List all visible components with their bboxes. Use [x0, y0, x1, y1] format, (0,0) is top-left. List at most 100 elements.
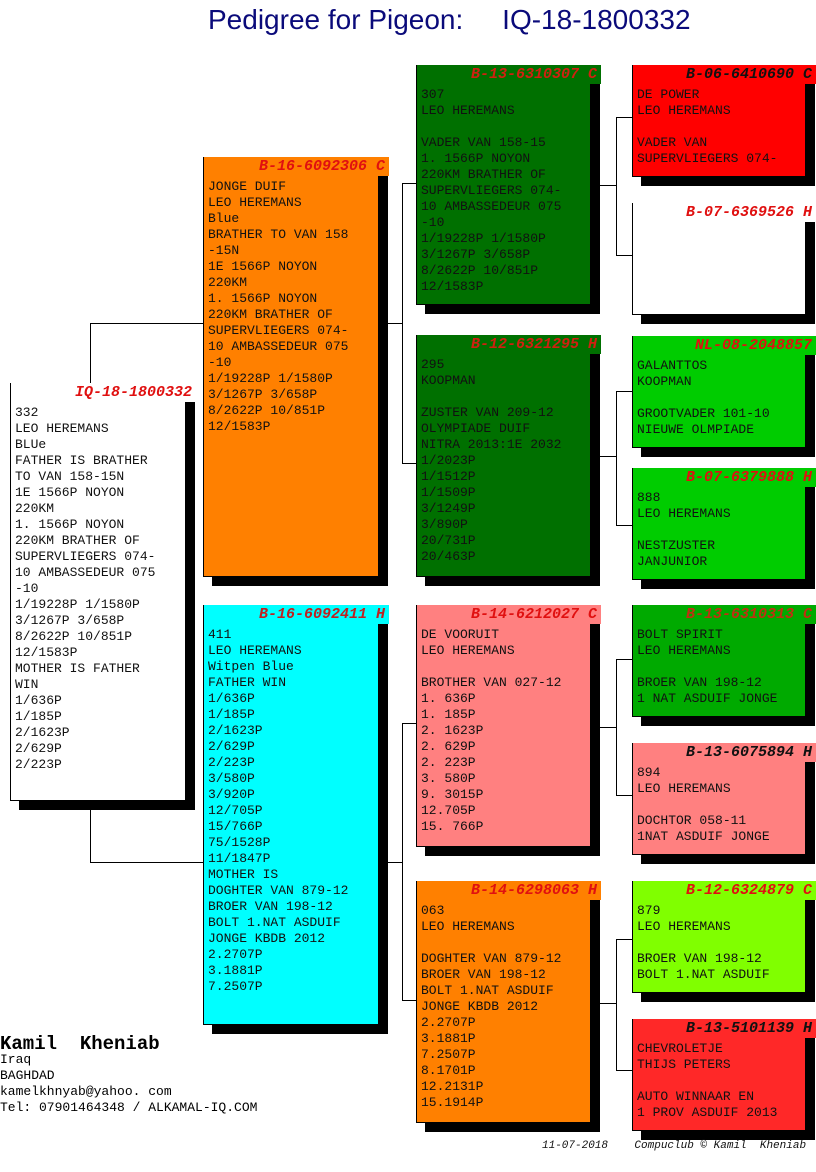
detail-line: SUPERVLIEGERS 074- [15, 549, 156, 564]
ring-number: IQ-18-1800332 [11, 383, 196, 402]
detail-line: LEO HEREMANS [637, 103, 731, 118]
detail-line: -10 [421, 215, 445, 230]
detail-line [637, 390, 803, 406]
detail-line: 10 AMBASSEDEUR 075 [421, 199, 562, 214]
detail-line: LEO HEREMANS [15, 421, 109, 436]
detail-line: 1 PROV ASDUIF 2013 [637, 1105, 778, 1120]
detail-line: 2.2707P [421, 1015, 476, 1030]
detail-line: BROTHER VAN 027-12 [421, 675, 562, 690]
detail-line: 1 NAT ASDUIF JONGE [637, 691, 778, 706]
connector-line [402, 723, 416, 724]
connector-line [616, 1070, 632, 1071]
detail-line: BOLT SPIRIT [637, 627, 723, 642]
connector-line [402, 183, 416, 184]
connector-line [388, 862, 402, 863]
footer-credit: Compuclub © Kamil Kheniab [634, 1140, 807, 1152]
detail-line: 10 AMBASSEDEUR 075 [208, 339, 349, 354]
detail-line: 2/629P [208, 739, 255, 754]
detail-line: 2. 629P [421, 739, 476, 754]
detail-line: 7.2507P [208, 979, 263, 994]
detail-line: 1/1512P [421, 469, 476, 484]
detail-line: 1. 1566P NOYON [421, 151, 531, 166]
connector-line [616, 255, 632, 256]
detail-line: VADER VAN 158-15 [421, 135, 546, 150]
detail-line: 307 [421, 87, 445, 102]
connector-line [90, 810, 91, 863]
detail-line: 12.705P [421, 803, 476, 818]
detail-line [637, 797, 803, 813]
detail-line: 220KM BRATHER OF [421, 167, 546, 182]
detail-line: 2/629P [15, 741, 62, 756]
detail-line [421, 389, 588, 405]
detail-line: 1. 1566P NOYON [15, 517, 125, 532]
detail-line: 1/636P [15, 693, 62, 708]
detail-line: 295 [421, 357, 445, 372]
detail-line: GALANTTOS [637, 358, 708, 373]
detail-line: BOLT 1.NAT ASDUIF [637, 967, 770, 982]
footer: 11-07-2018 Compuclub © Kamil Kheniab [542, 1140, 806, 1152]
detail-line: 1/19228P 1/1580P [421, 231, 546, 246]
detail-line: 220KM [208, 275, 248, 290]
detail-line: LEO HEREMANS [637, 781, 731, 796]
detail-line: -10 [208, 355, 232, 370]
detail-line: 1/185P [15, 709, 62, 724]
owner-name: Kamil Kheniab [0, 1033, 160, 1055]
detail-line: WIN [15, 677, 39, 692]
detail-line: BROER VAN 198-12 [421, 967, 546, 982]
detail-line: AUTO WINNAAR EN [637, 1089, 755, 1104]
detail-line: LEO HEREMANS [637, 643, 731, 658]
detail-line: 879 [637, 903, 661, 918]
detail-line: 11/1847P [208, 851, 271, 866]
detail-line: BRATHER TO VAN 158 [208, 227, 349, 242]
detail-line: 1/19228P 1/1580P [15, 597, 140, 612]
page-title: Pedigree for Pigeon: IQ-18-1800332 [208, 4, 691, 35]
detail-line: DOGHTER VAN 879-12 [208, 883, 349, 898]
detail-line: MOTHER IS [208, 867, 279, 882]
detail-line: 332 [15, 405, 39, 420]
detail-line: 20/463P [421, 549, 476, 564]
detail-line [637, 119, 803, 135]
detail-line: 3. 580P [421, 771, 476, 786]
owner-contact: Tel: 07901464348 / ALKAMAL-IQ.COM [0, 1100, 258, 1115]
connector-line [90, 323, 203, 324]
detail-line: OLYMPIADE DUIF [421, 421, 531, 436]
ring-number: B-14-6212027 C [417, 605, 601, 624]
detail-line: KOOPMAN [637, 374, 692, 389]
detail-line: 1. 185P [421, 707, 476, 722]
detail-line: 220KM BRATHER OF [208, 307, 333, 322]
detail-line: 1. 1566P NOYON [208, 291, 318, 306]
detail-line: GROOTVADER 101-10 [637, 406, 770, 421]
detail-line: FATHER IS BRATHER [15, 453, 148, 468]
connector-line [600, 456, 616, 457]
detail-line: 8/2622P 10/851P [421, 263, 539, 278]
detail-line: -10 [15, 581, 39, 596]
detail-line: DOCHTOR 058-11 [637, 813, 747, 828]
detail-line: DE VOORUIT [421, 627, 500, 642]
detail-line: 1/1509P [421, 485, 476, 500]
detail-line: BLUe [15, 437, 47, 452]
detail-line: 3/1267P 3/658P [15, 613, 125, 628]
detail-line [421, 935, 588, 951]
pigeon-card-ss-dam[interactable]: B-07-6369526 H [632, 203, 816, 315]
